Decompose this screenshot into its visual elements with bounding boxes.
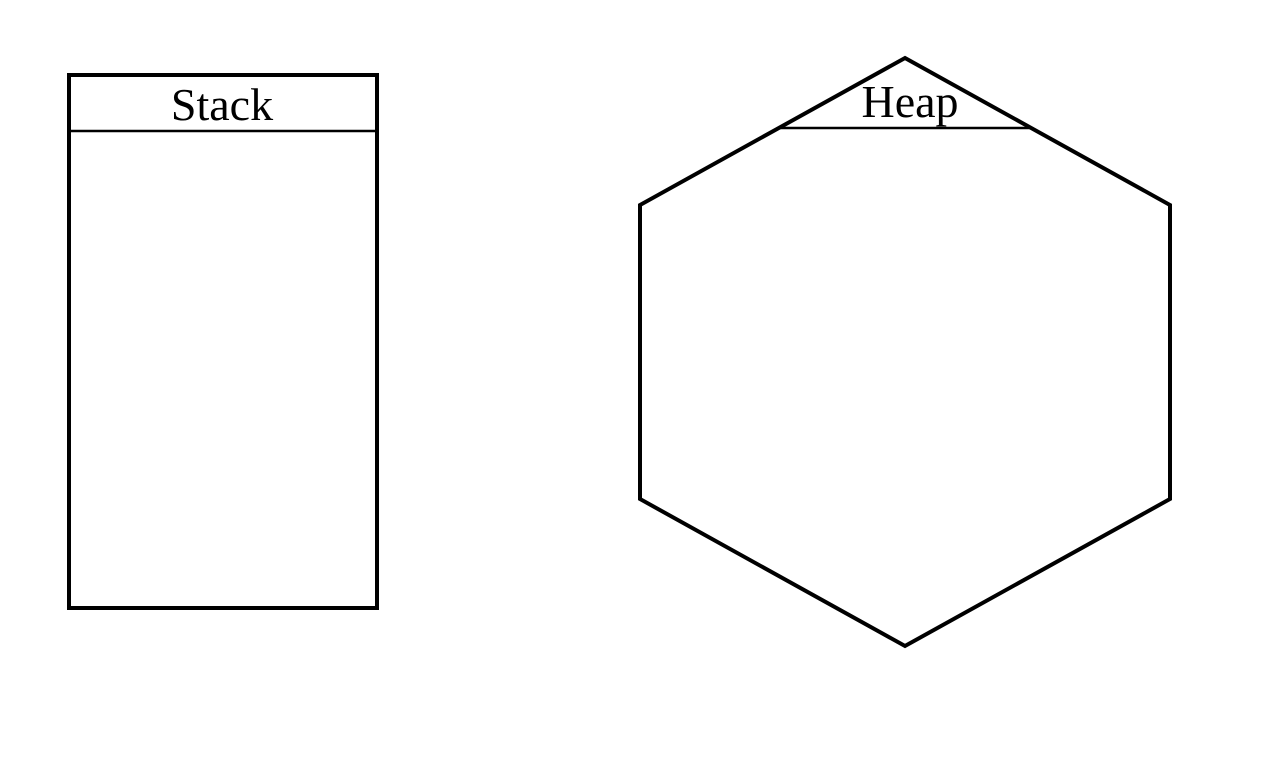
stack-container: Stack	[67, 73, 379, 610]
heap-label: Heap	[861, 76, 958, 127]
heap-hexagon	[638, 55, 1172, 649]
stack-label: Stack	[171, 79, 273, 130]
stack-box	[67, 73, 379, 610]
heap-container: Heap	[638, 55, 1172, 649]
